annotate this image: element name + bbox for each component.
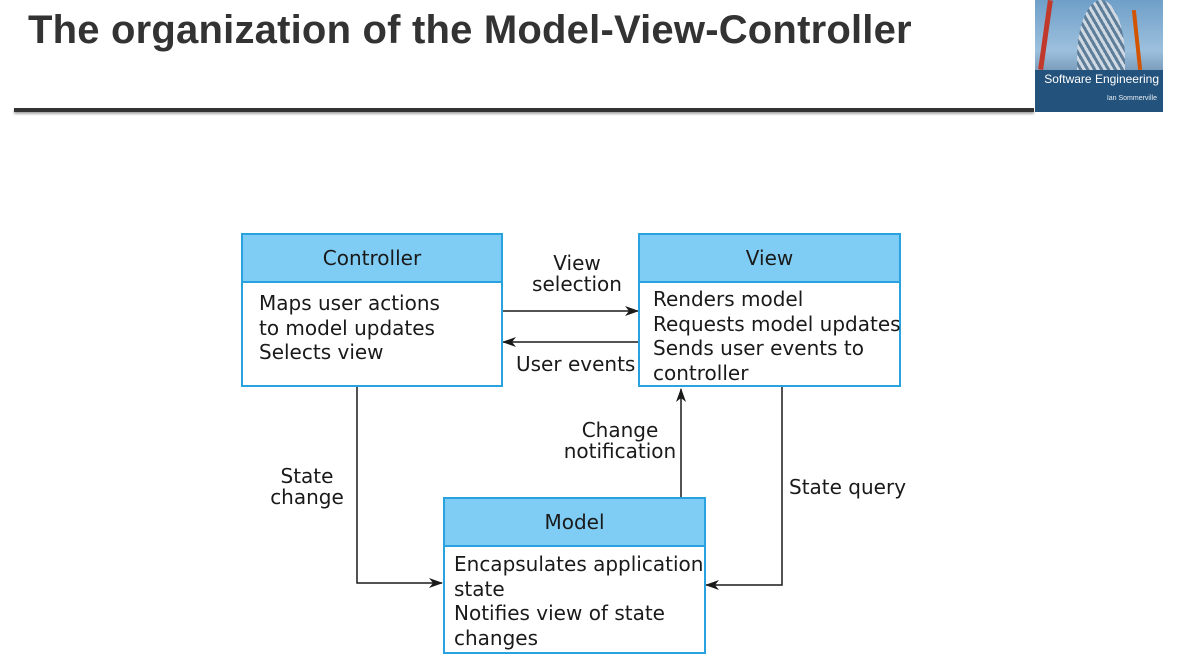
controller-line: Selects view [259,340,384,364]
view-selection-label-line: View [553,251,601,275]
model-line: Encapsulates application [454,552,704,576]
slide-title: The organization of the Model-View-Contr… [28,8,912,52]
model-line: Notifies view of state [454,601,665,625]
state-query-arrow [705,387,783,590]
controller-line: Maps user actions [259,291,440,315]
state-change-label-line: State [280,464,334,488]
book-author: Ian Sommerville [1106,95,1157,102]
view-box: View Renders model Requests model update… [638,233,901,387]
book-title: Software Engineering [1044,72,1159,86]
view-line: controller [653,360,749,385]
model-box: Model Encapsulates application state Not… [443,497,706,654]
view-selection-label-line: selection [532,272,622,296]
model-line: state [454,576,505,601]
title-rule [14,108,1034,112]
controller-box: Controller Maps user actions to model up… [241,233,503,387]
view-selection-label: View selection [525,253,629,295]
view-title: View [640,235,899,283]
cover-band [1035,70,1163,112]
state-query-label: State query [789,475,907,499]
model-line: changes [454,625,539,650]
change-notification-label: Change notification [560,420,680,462]
model-title: Model [445,499,704,547]
view-line: Sends user events to [653,336,864,360]
state-change-label-line: change [270,485,344,509]
state-change-arrow [356,387,443,588]
view-line: Renders model [653,287,804,311]
book-cover-image: Software Engineering Ian Sommerville [1035,0,1163,112]
state-change-label: State change [262,466,352,508]
view-line: Requests model updates [653,311,901,336]
change-notification-label-line: notification [563,439,677,463]
user-events-label: User events [516,352,636,376]
controller-line: to model updates [259,315,435,340]
change-notification-label-line: Change [581,418,659,442]
controller-title: Controller [243,235,501,283]
